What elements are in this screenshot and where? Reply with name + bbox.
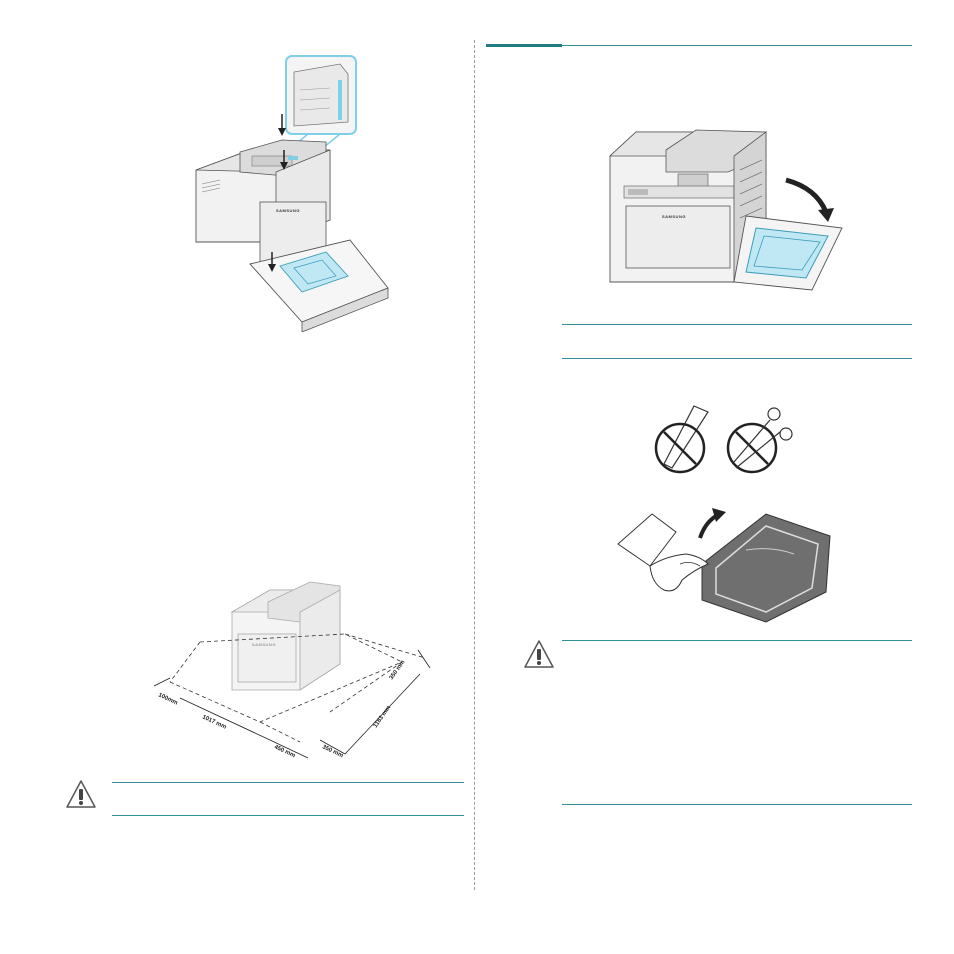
column-divider [474, 40, 475, 890]
caution-rule-bottom [112, 815, 464, 816]
section-rule [562, 45, 912, 46]
caution-rule-top [562, 640, 912, 641]
clearance-figure: SAMSUNG 100mm 1017 mm 450 mm 350 mm 1183… [140, 572, 440, 784]
dim-100: 100mm [157, 692, 178, 706]
tray-figure-brand: SAMSUNG [276, 208, 300, 213]
lift-bag-figure [616, 504, 846, 626]
note-rule-2 [562, 358, 912, 359]
caution-icon [522, 638, 556, 672]
door-figure: SAMSUNG [606, 120, 858, 300]
dim-1183: 1183 mm [373, 705, 392, 729]
caution-icon [64, 778, 98, 812]
caution-rule-top [112, 782, 464, 783]
caution-rule-bottom [562, 804, 912, 805]
dim-350-back: 350 mm [389, 659, 407, 681]
no-knife-icon [650, 402, 714, 480]
section-accent-bar [486, 44, 562, 47]
door-figure-brand: SAMSUNG [662, 214, 686, 219]
dim-1017: 1017 mm [201, 714, 227, 730]
clearance-figure-brand: SAMSUNG [252, 642, 276, 647]
tray-figure: SAMSUNG [190, 52, 390, 333]
no-scissors-icon [722, 402, 798, 480]
note-rule-1 [562, 324, 912, 325]
